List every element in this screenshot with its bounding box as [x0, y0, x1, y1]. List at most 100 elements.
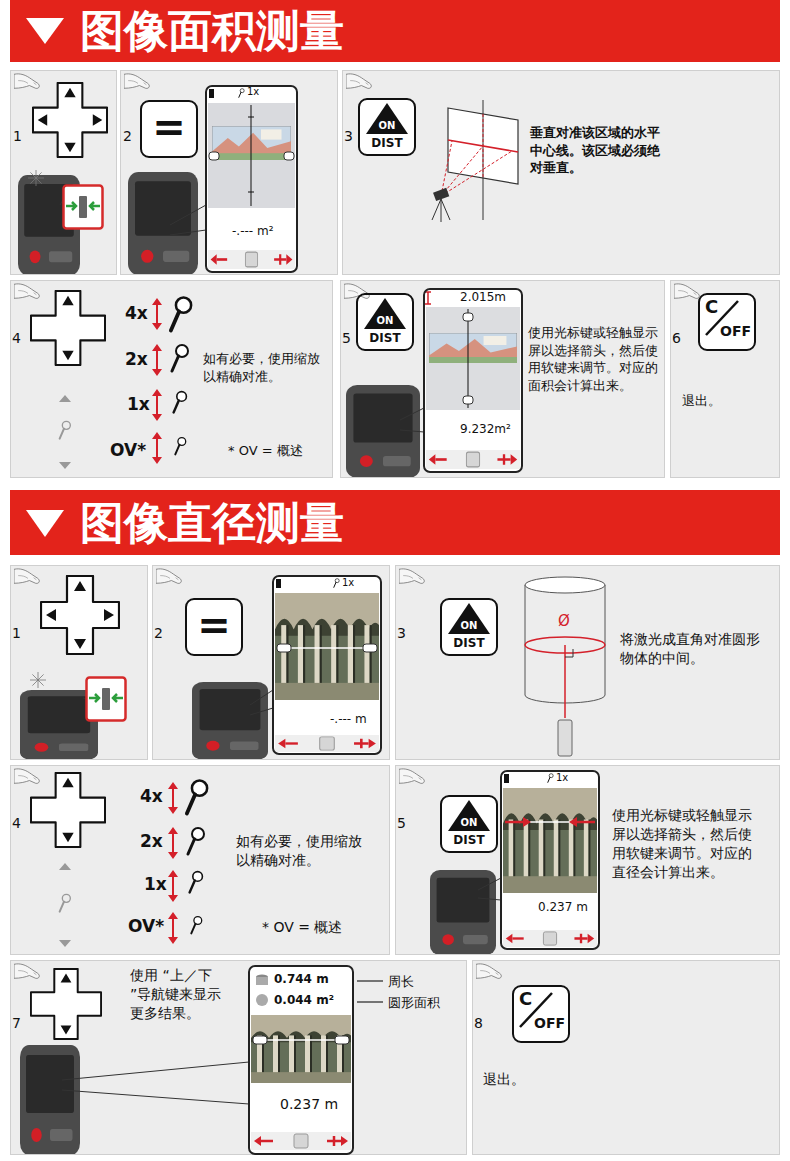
rangefinder-device [20, 1045, 80, 1155]
mode-icon [64, 186, 103, 229]
screen-image [363, 644, 377, 652]
zoom-level: 2x [140, 831, 163, 852]
screen-image [530, 821, 570, 823]
screen-image [335, 1036, 349, 1044]
screen-image [463, 396, 473, 404]
dimension-symbol: Ø [558, 612, 570, 631]
callout-line [400, 408, 424, 432]
step-panel: 1 [10, 565, 148, 760]
callout-label: 圆形面积 [388, 994, 440, 1012]
key-button: = [140, 100, 198, 158]
screen-image [239, 89, 244, 98]
measured-value: 0.237 m [280, 1096, 338, 1114]
mode-icon [87, 678, 126, 721]
pointing-hand [674, 284, 699, 299]
instruction-text: 如有必要，使用缩放 以精确对准。 [203, 350, 328, 385]
pointing-hand [14, 569, 39, 584]
pointing-hand [14, 964, 39, 979]
key-button: ONDIST [440, 795, 498, 853]
section-title: 图像直径测量 [80, 497, 344, 549]
pointing-hand [124, 74, 149, 89]
key-button: ONDIST [356, 293, 414, 351]
screen-ground [500, 770, 600, 950]
screen-image [426, 307, 520, 410]
screen-image [504, 774, 509, 783]
panel-ground [152, 565, 390, 760]
callout-line [250, 690, 273, 715]
navigation-pad [41, 576, 119, 654]
screen-image [208, 103, 295, 208]
screen-image [426, 450, 520, 469]
laser-illustration [558, 720, 572, 756]
key-label: ON [442, 620, 496, 632]
key-ground [356, 293, 414, 351]
instruction-text: 使用 “上／下 ”导航键来显示 更多结果。 [130, 966, 230, 1023]
key-ground [512, 985, 570, 1043]
screen-image [505, 821, 595, 824]
rangefinder-device [346, 385, 420, 478]
leader-line [357, 980, 383, 981]
instruction-text: 垂直对准该区域的水平 中心线。该区域必须绝 对垂直。 [530, 124, 666, 177]
panel-ground [10, 765, 390, 955]
zoom-level: 1x [127, 394, 150, 415]
screen-ground [272, 575, 382, 755]
zoom-level: 1x [556, 772, 568, 784]
key-label: DIST [358, 331, 412, 345]
zoom-indicator [168, 782, 178, 814]
screen-image [209, 89, 214, 98]
key-ground [358, 98, 416, 156]
screen-image [275, 735, 379, 752]
zoom-indicator [191, 917, 201, 934]
screen-image [503, 788, 597, 893]
pointing-hand [399, 569, 424, 584]
zoom-indicator [171, 298, 191, 331]
screen-image [251, 1015, 351, 1083]
screen-ground [423, 288, 523, 473]
screen-image [256, 977, 268, 985]
panel-ground [395, 565, 780, 760]
screen-image [267, 1039, 335, 1041]
panel-ground [120, 70, 338, 275]
screen-image [209, 152, 219, 160]
measured-value: 2.015m [460, 290, 506, 305]
screen-image [256, 994, 268, 1006]
zoom-indicator [60, 894, 71, 911]
screen-image [208, 250, 295, 269]
zoom-level: 4x [140, 786, 163, 807]
screen-ground [205, 85, 298, 273]
step-panel: 44x2x1xOV*如有必要，使用缩放 以精确对准。* OV = 概述 [10, 765, 390, 955]
step-number: 4 [12, 815, 21, 833]
zoom-level: 2x [125, 349, 148, 370]
zoom-level: 4x [125, 303, 148, 324]
zoom-level: OV* [110, 440, 146, 461]
pointing-hand [14, 769, 39, 784]
screen-image [284, 152, 294, 160]
key-button: ONDIST [440, 598, 498, 656]
step-panel: 2=1x-.--- m² [120, 70, 338, 275]
key-label: ON [360, 120, 414, 132]
banner-ground [10, 490, 780, 555]
laser-illustration [564, 645, 566, 718]
instruction-text: 退出。 [682, 392, 721, 410]
leader-line [357, 981, 383, 1002]
key-ground [698, 293, 756, 351]
zoom-indicator [59, 395, 71, 469]
zoom-indicator [152, 432, 162, 464]
leader-line [357, 1001, 383, 1002]
panel-ground [395, 765, 780, 955]
step-number: 2 [154, 625, 163, 643]
pointing-hand [14, 284, 39, 299]
device-screen: 1x0.237 m [500, 770, 600, 950]
step-number: 3 [344, 128, 353, 146]
step-panel: 44x2x1xOV*如有必要，使用缩放 以精确对准。* OV = 概述 [10, 280, 333, 478]
key-button: ONDIST [358, 98, 416, 156]
instruction-text: 如有必要，使用缩放 以精确对准。 [236, 832, 376, 870]
screen-image [251, 105, 252, 206]
zoom-indicator [152, 389, 162, 421]
footnote: * OV = 概述 [262, 918, 342, 937]
screen-image [548, 774, 553, 783]
zoom-level: 1x [144, 874, 167, 895]
instruction-text: 使用光标键或轻触显示 屏以选择箭头，然后使 用软键来调节。对应的 直径会计算出来… [612, 806, 762, 882]
zoom-indicator [152, 344, 162, 376]
pointing-hand [156, 569, 181, 584]
